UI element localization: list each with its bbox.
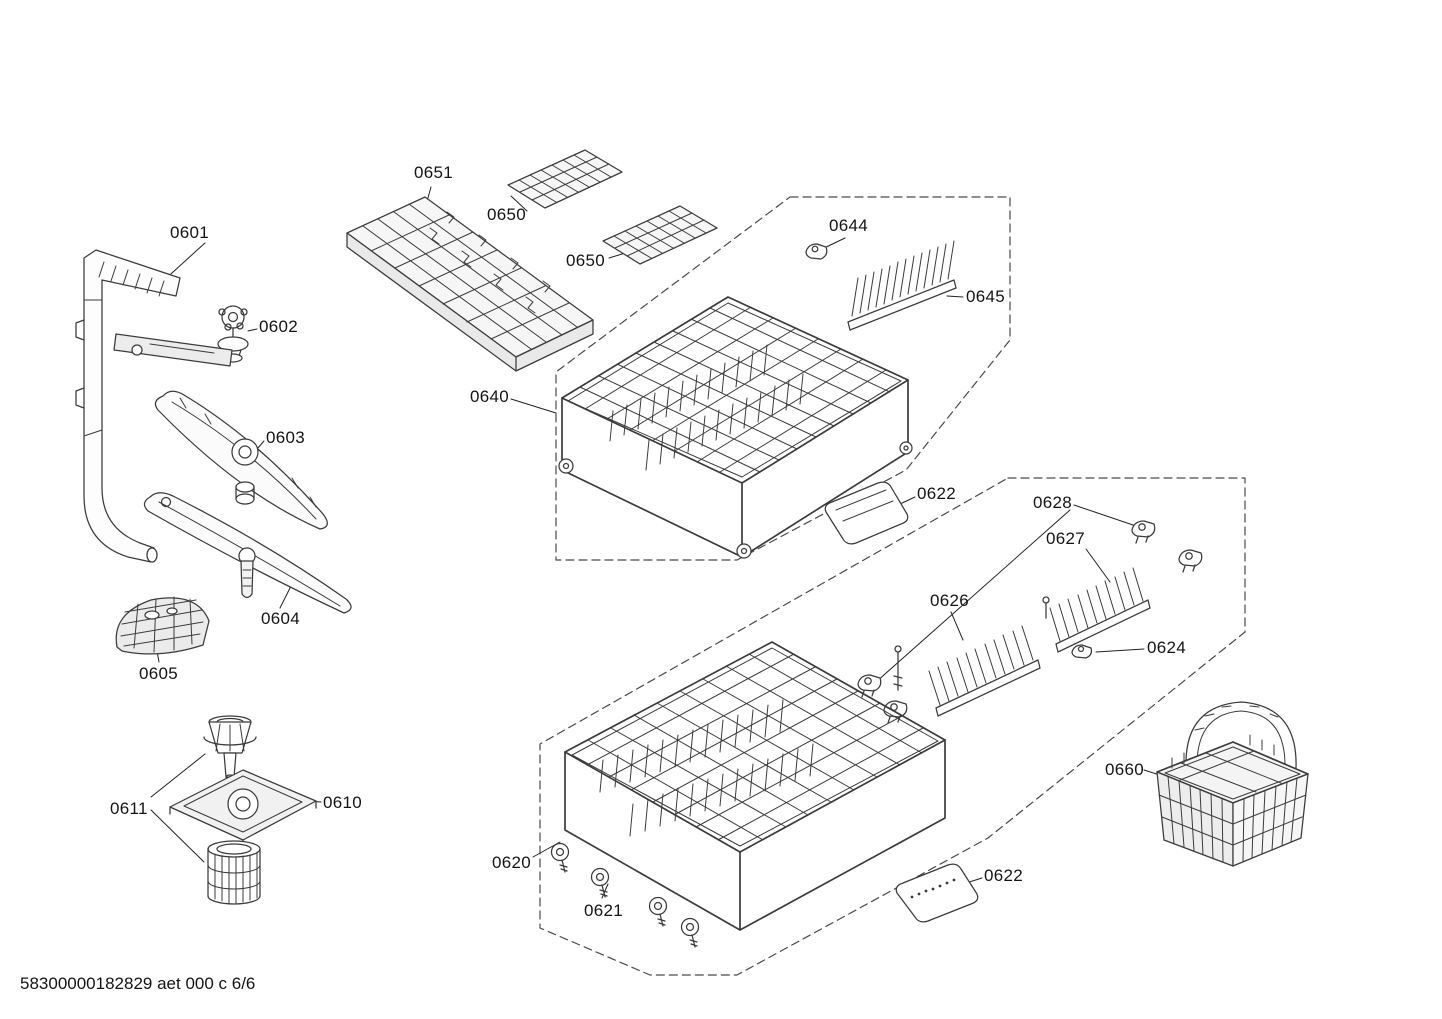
part-label-0611: 0611	[110, 799, 148, 818]
assembly-boundaries	[539, 196, 1246, 976]
part-label-0602: 0602	[259, 317, 299, 336]
part-label-0644: 0644	[829, 216, 869, 235]
part-label-0628: 0628	[1033, 493, 1073, 512]
part-label-0621: 0621	[584, 901, 624, 920]
part-label-0640: 0640	[470, 387, 510, 406]
part-label-0651: 0651	[414, 163, 454, 182]
part-0640-upper-basket	[558, 296, 913, 559]
part-0624-clip	[1071, 644, 1093, 659]
part-0620-lower-basket	[564, 641, 946, 931]
part-label-0645: 0645	[966, 287, 1006, 306]
part-label-0626: 0626	[930, 591, 970, 610]
leader-lines	[150, 186, 1167, 899]
part-label-0622-upper: 0622	[917, 484, 957, 503]
part-0644-clip	[805, 243, 828, 260]
part-0622-tray-lower	[895, 863, 979, 923]
part-0651-cup-shelf	[346, 196, 594, 372]
part-label-0650-b: 0650	[566, 251, 606, 270]
part-label-0605: 0605	[139, 664, 179, 683]
part-0611-funnel	[203, 715, 257, 780]
part-label-0604: 0604	[261, 609, 301, 628]
part-0645-tine-rack	[847, 240, 957, 331]
part-0626-tine-rack	[893, 625, 1041, 717]
part-label-0603: 0603	[266, 428, 306, 447]
part-label-0601: 0601	[170, 223, 210, 242]
part-label-0610: 0610	[323, 793, 363, 812]
part-0650-insert-a	[507, 149, 623, 209]
part-0660-cutlery-basket	[1156, 701, 1309, 867]
part-0604-lower-spray-arm	[143, 492, 352, 614]
part-label-0660: 0660	[1105, 760, 1145, 779]
part-label-0650-a: 0650	[487, 205, 527, 224]
part-0603-spray-arm	[113, 333, 328, 530]
part-label-0627: 0627	[1046, 529, 1086, 548]
part-0621-wheels	[550, 842, 700, 948]
part-0628-clips	[857, 520, 1203, 724]
part-0622-tray-upper	[824, 481, 909, 545]
footer-code: 58300000182829 aet 000 c 6/6	[20, 974, 256, 993]
part-label-0620: 0620	[492, 853, 532, 872]
part-0650-insert-b	[602, 205, 718, 265]
part-0601-inlet-pipe	[75, 249, 181, 563]
part-label-0624: 0624	[1147, 638, 1187, 657]
part-label-0622-lower: 0622	[984, 866, 1024, 885]
part-0602-spray-head	[217, 305, 249, 363]
part-0610-sump-plate	[169, 769, 317, 848]
part-0611-filter-cylinder	[207, 840, 261, 905]
part-0605-filter-plate	[115, 596, 210, 655]
part-0627-tine-rack	[1042, 567, 1151, 653]
